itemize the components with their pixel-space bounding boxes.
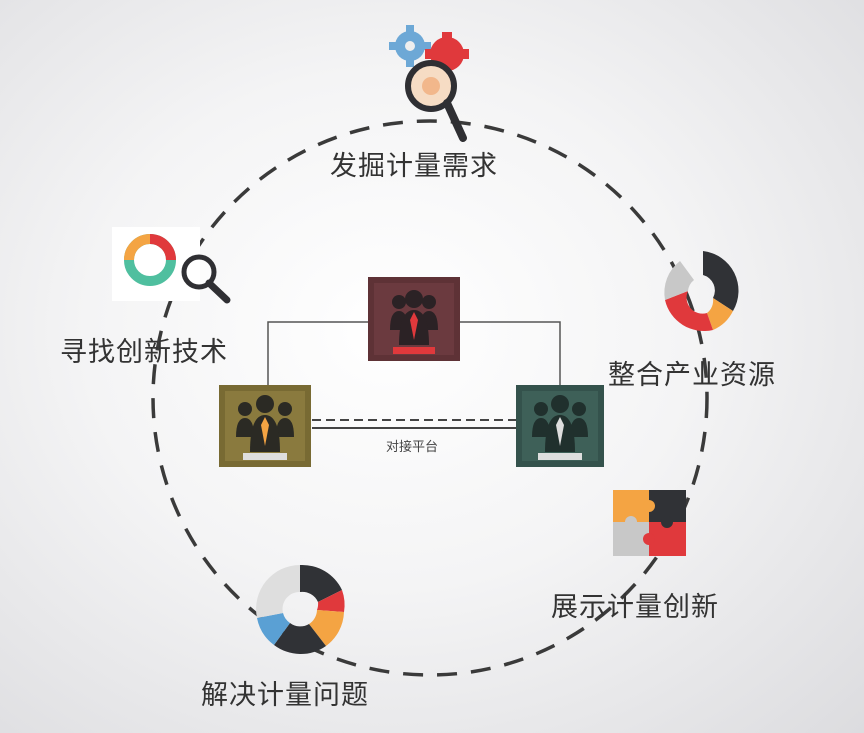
puzzle-icon bbox=[613, 490, 686, 556]
node-label-bottom: 解决计量问题 bbox=[201, 680, 369, 711]
gears-magnifier-icon bbox=[389, 25, 469, 142]
cycle-dashed-ring bbox=[151, 119, 709, 677]
donut-magnifier-icon bbox=[112, 227, 231, 304]
node-label-left: 寻找创新技术 bbox=[60, 337, 228, 368]
demand-side-box bbox=[368, 277, 460, 361]
segmented-donut-icon bbox=[256, 564, 345, 655]
segmented-ring-icon bbox=[664, 251, 739, 332]
center-connectors bbox=[267, 321, 561, 429]
industry-side-box bbox=[516, 385, 604, 467]
blue-gear-icon bbox=[389, 25, 431, 67]
bridge-label: 对接平台 bbox=[386, 440, 439, 455]
node-label-top: 发掘计量需求 bbox=[330, 151, 498, 182]
node-label-right-top: 整合产业资源 bbox=[608, 360, 776, 391]
tech-side-box bbox=[219, 385, 311, 467]
node-label-right-bottom: 展示计量创新 bbox=[551, 592, 719, 623]
